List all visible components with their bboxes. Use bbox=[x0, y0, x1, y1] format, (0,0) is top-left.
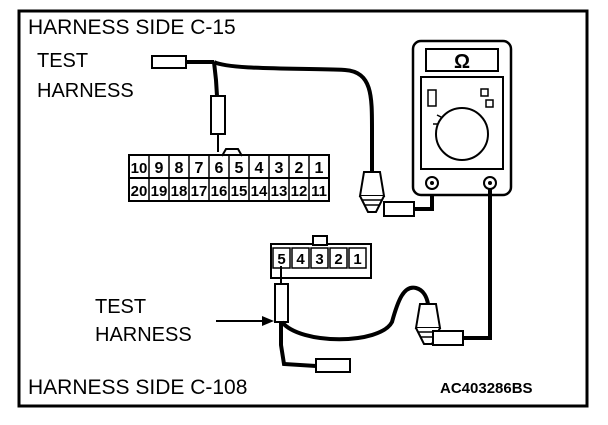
upper-harness-probe bbox=[210, 95, 226, 135]
upper-harness-wire-probe bbox=[212, 61, 219, 97]
lower-label-pointer bbox=[216, 316, 274, 326]
ohmmeter-jack-left-core bbox=[430, 181, 434, 185]
c108-pin-number: 3 bbox=[315, 251, 323, 268]
c108-cavity bbox=[291, 247, 310, 269]
c15-pin-number: 10 bbox=[131, 160, 148, 177]
lower-meter-lead-wire bbox=[462, 189, 492, 340]
ohmmeter-indicator-2 bbox=[485, 99, 494, 108]
ohmmeter-indicator-1 bbox=[480, 88, 489, 97]
diagram-frame bbox=[17, 9, 589, 408]
ohmmeter: Ω bbox=[411, 39, 513, 197]
c15-pin-number: 7 bbox=[195, 160, 204, 177]
c15-pin-number: 20 bbox=[131, 183, 148, 200]
c15-pin-number: 8 bbox=[175, 160, 184, 177]
c15-latch bbox=[221, 148, 243, 157]
c15-pin-number: 12 bbox=[291, 183, 308, 200]
lower-clip-body bbox=[414, 303, 442, 329]
c15-pin-number: 14 bbox=[251, 183, 268, 200]
upper-test-harness bbox=[151, 55, 434, 217]
c15-pin-number: 17 bbox=[191, 183, 208, 200]
ohmmeter-dial bbox=[435, 107, 489, 161]
c108-latch bbox=[312, 235, 328, 246]
lower-harness-wire-meter bbox=[280, 285, 430, 342]
c15-pin-number: 16 bbox=[211, 183, 228, 200]
upper-test-label-line2: HARNESS bbox=[37, 80, 134, 102]
c15-pin-number: 4 bbox=[255, 160, 264, 177]
c108-pin-number: 4 bbox=[296, 251, 305, 268]
c15-pin-number: 15 bbox=[231, 183, 248, 200]
upper-clip-jaw bbox=[359, 195, 385, 213]
upper-harness-wire-meter bbox=[213, 60, 374, 172]
upper-clip-jaw-lines bbox=[362, 199, 382, 206]
c15-pin-number: 2 bbox=[295, 160, 304, 177]
lower-test-label-line2: HARNESS bbox=[95, 324, 192, 346]
c15-pin-number: 19 bbox=[151, 183, 168, 200]
c15-pin-number: 5 bbox=[235, 160, 244, 177]
upper-harness-lead-end bbox=[151, 55, 187, 69]
lower-meter-plug bbox=[432, 330, 464, 346]
lower-harness-wire-short bbox=[279, 322, 317, 368]
c108-pin-number: 5 bbox=[277, 251, 285, 268]
c15-pin-number: 3 bbox=[275, 160, 284, 177]
lower-label-pointer-arrowhead bbox=[262, 316, 274, 326]
bottom-harness-side-title: HARNESS SIDE C-108 bbox=[28, 376, 248, 399]
lower-test-label-line1: TEST bbox=[95, 296, 147, 318]
c108-pin-number: 1 bbox=[353, 251, 361, 268]
figure-code: AC403286BS bbox=[440, 380, 533, 397]
c108-cavity bbox=[329, 247, 348, 269]
upper-meter-plug bbox=[383, 201, 415, 217]
upper-clip-body bbox=[358, 171, 386, 197]
c15-pin-number: 13 bbox=[271, 183, 288, 200]
c15-pin-number: 1 bbox=[315, 160, 324, 177]
lower-harness-lead-end bbox=[315, 358, 351, 373]
c108-cavity bbox=[310, 247, 329, 269]
lower-test-harness bbox=[274, 266, 464, 373]
lower-harness-probe bbox=[274, 283, 289, 323]
c108-pin-number: 2 bbox=[334, 251, 342, 268]
ohm-symbol-icon: Ω bbox=[454, 51, 470, 73]
c108-cavity bbox=[348, 247, 367, 269]
c15-pin-number: 18 bbox=[171, 183, 188, 200]
top-harness-side-title: HARNESS SIDE C-15 bbox=[28, 16, 236, 39]
c15-pin-number: 11 bbox=[311, 183, 327, 200]
upper-test-label-line1: TEST bbox=[37, 50, 89, 72]
c15-pin-number: 6 bbox=[215, 160, 224, 177]
ohmmeter-display bbox=[425, 48, 499, 72]
c15-pin-number: 9 bbox=[155, 160, 164, 177]
ohmmeter-switch-left bbox=[427, 89, 437, 107]
ohmmeter-jack-right-core bbox=[488, 181, 492, 185]
